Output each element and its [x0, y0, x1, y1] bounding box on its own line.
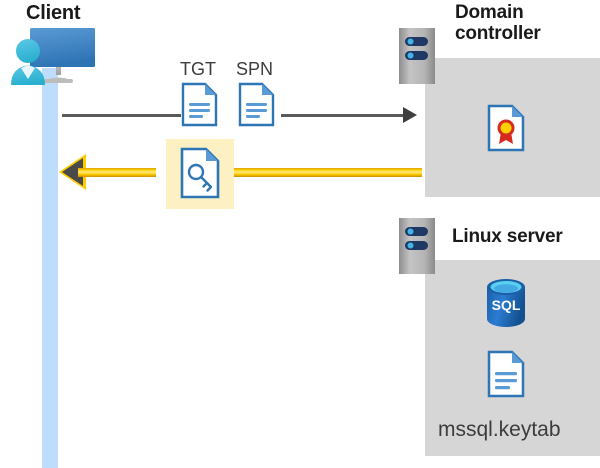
domain-controller-server-icon — [399, 28, 435, 84]
tgt-label: TGT — [180, 59, 216, 79]
request-line-segment-left — [62, 114, 181, 117]
user-workstation-icon — [6, 25, 98, 93]
client-lifeline — [42, 68, 58, 468]
domain-controller-title-line-2: controller — [455, 23, 541, 45]
keytab-filename-label: mssql.keytab — [438, 418, 561, 441]
linux-server-rack-icon — [399, 218, 435, 274]
spn-label: SPN — [236, 59, 274, 79]
request-arrowhead-icon — [403, 107, 417, 123]
sql-database-label: SQL — [492, 297, 521, 313]
keytab-document-icon — [487, 350, 525, 398]
request-line-segment-right — [281, 114, 405, 117]
reply-arrowhead-icon — [62, 158, 83, 186]
reply-line-segment-left — [78, 168, 156, 177]
sql-database-icon: SQL — [483, 278, 529, 328]
key-document-icon — [180, 147, 220, 199]
certificate-document-icon — [487, 104, 525, 152]
spn-document-icon — [238, 82, 275, 127]
reply-line-segment-right — [232, 168, 422, 177]
tgt-document-icon — [181, 82, 218, 127]
domain-controller-title-line-1: Domain — [455, 2, 524, 23]
client-title: Client — [26, 2, 81, 24]
linux-server-title: Linux server — [452, 226, 563, 247]
